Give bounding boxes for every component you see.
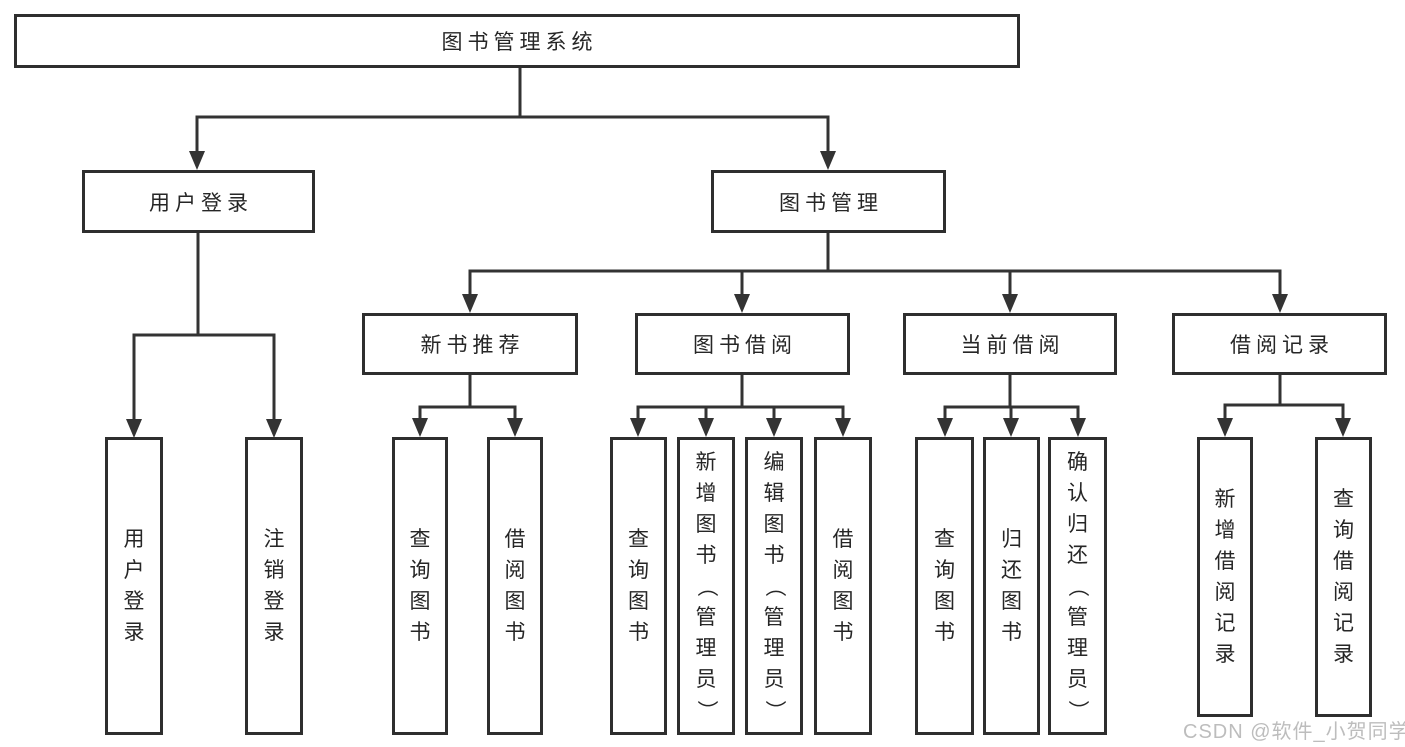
leaf-user-login: 用户登录 — [105, 437, 163, 735]
leaf-query-books-borrow: 查询图书 — [610, 437, 667, 735]
node-new-book-recommend: 新书推荐 — [362, 313, 578, 375]
leaf-query-borrow-record: 查询借阅记录 — [1315, 437, 1372, 717]
leaf-logout: 注销登录 — [245, 437, 303, 735]
node-user-login: 用户登录 — [82, 170, 315, 233]
leaf-add-book-admin: 新增图书（管理员） — [677, 437, 735, 735]
leaf-query-books-current: 查询图书 — [915, 437, 974, 735]
leaf-query-books-recommend: 查询图书 — [392, 437, 448, 735]
leaf-confirm-return-admin: 确认归还（管理员） — [1048, 437, 1107, 735]
leaf-borrow-books-recommend: 借阅图书 — [487, 437, 543, 735]
leaf-edit-book-admin: 编辑图书（管理员） — [745, 437, 803, 735]
node-current-borrow: 当前借阅 — [903, 313, 1117, 375]
node-borrow-records: 借阅记录 — [1172, 313, 1387, 375]
node-book-borrow: 图书借阅 — [635, 313, 850, 375]
csdn-watermark: CSDN @软件_小贺同学 — [1183, 721, 1405, 743]
node-book-management: 图书管理 — [711, 170, 946, 233]
leaf-add-borrow-record: 新增借阅记录 — [1197, 437, 1253, 717]
leaf-return-book: 归还图书 — [983, 437, 1040, 735]
leaf-borrow-books-borrow: 借阅图书 — [814, 437, 872, 735]
node-root: 图书管理系统 — [14, 14, 1020, 68]
